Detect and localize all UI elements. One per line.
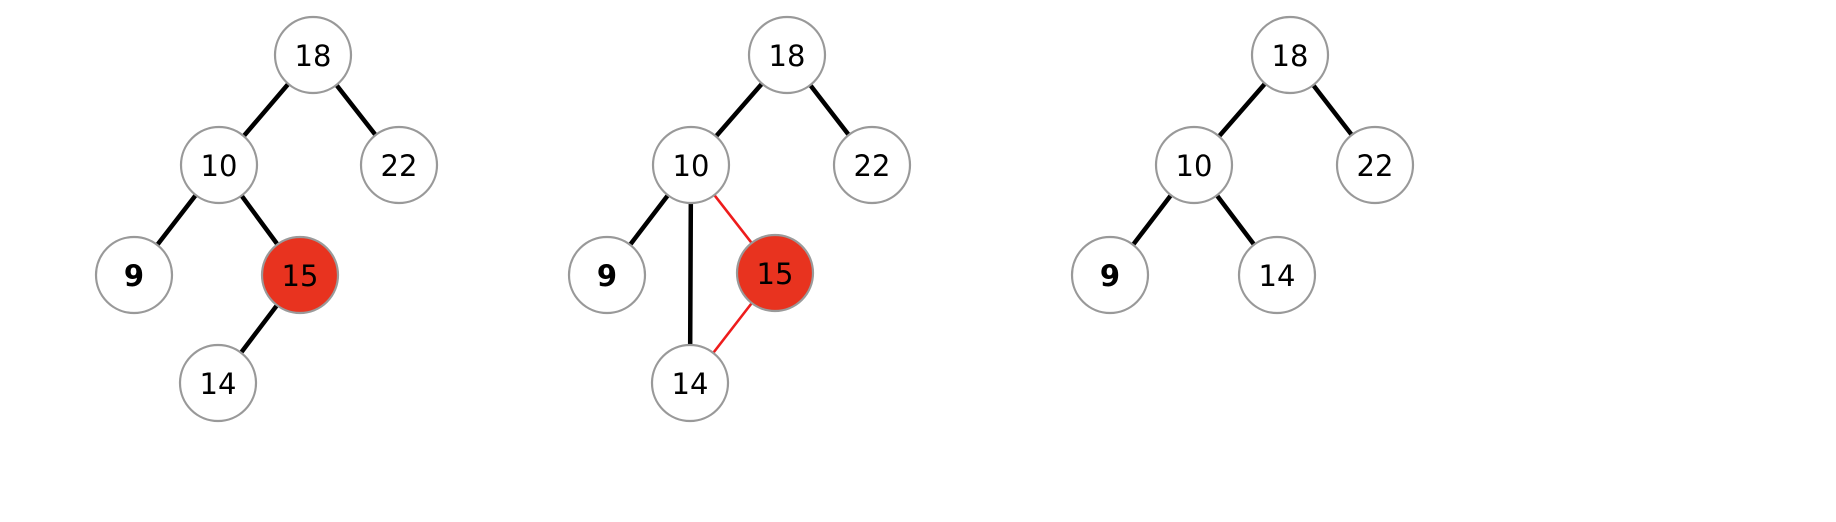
node-circle-14[interactable] [1237, 235, 1317, 315]
tree-edge-15-14 [237, 301, 281, 357]
node-label-9: 9 [124, 259, 144, 293]
node-label-18: 18 [1272, 39, 1309, 73]
node-circle-18[interactable] [747, 15, 827, 95]
node-circle-10[interactable] [1154, 125, 1234, 205]
tree-edge-18-10 [712, 79, 766, 141]
tree-node-14[interactable]: 14 [1237, 235, 1317, 315]
node-label-14: 14 [672, 367, 709, 401]
tree-node-14[interactable]: 14 [178, 343, 258, 423]
tree-edge-18-22 [806, 81, 853, 139]
tree-node-22[interactable]: 22 [1335, 125, 1415, 205]
node-label-14: 14 [1259, 259, 1296, 293]
tree-edge-10-9 [153, 191, 200, 249]
tree-node-15[interactable]: 15 [735, 233, 815, 313]
tree-edge-10-14 [687, 198, 694, 350]
tree-node-22[interactable]: 22 [832, 125, 912, 205]
tree-after-deletion: 18 10 22 9 14 [1070, 15, 1415, 315]
node-label-18: 18 [295, 39, 332, 73]
tree-edge-18-22 [332, 81, 380, 139]
node-circle-18[interactable] [273, 15, 353, 95]
tree-edge-18-10 [240, 80, 292, 140]
node-circle-14[interactable] [178, 343, 258, 423]
tree-edge-10-9 [1129, 191, 1175, 249]
edge-group [626, 79, 853, 356]
tree-node-18[interactable]: 18 [747, 15, 827, 95]
node-label-10: 10 [673, 149, 710, 183]
node-label-10: 10 [1176, 149, 1213, 183]
node-label-22: 22 [854, 149, 891, 183]
tree-before-deletion: 18 10 22 9 15 14 [94, 15, 439, 423]
node-circle-9[interactable] [1070, 235, 1150, 315]
tree-node-10[interactable]: 10 [651, 125, 731, 205]
edge-group [153, 80, 380, 357]
tree-node-10[interactable]: 10 [179, 125, 259, 205]
tree-edge-18-10 [1215, 79, 1269, 141]
tree-edge-15-14 [710, 300, 755, 356]
node-circle-14[interactable] [650, 343, 730, 423]
edge-group [1129, 79, 1356, 249]
tree-edge-10-14 [1213, 191, 1258, 249]
tree-node-18[interactable]: 18 [273, 15, 353, 95]
tree-edge-10-15 [238, 191, 281, 249]
node-circle-10[interactable] [179, 125, 259, 205]
node-label-15: 15 [282, 259, 319, 293]
tree-edge-18-22 [1309, 81, 1356, 139]
node-label-15: 15 [757, 257, 794, 291]
node-circle-15[interactable] [260, 235, 340, 315]
tree-rewiring-step: 18 10 22 9 15 14 [567, 15, 912, 423]
tree-node-9[interactable]: 9 [1070, 235, 1150, 315]
node-label-18: 18 [769, 39, 806, 73]
node-circle-18[interactable] [1250, 15, 1330, 95]
tree-node-14[interactable]: 14 [650, 343, 730, 423]
tree-node-15[interactable]: 15 [260, 235, 340, 315]
tree-edge-10-9 [626, 191, 672, 249]
node-circle-22[interactable] [1335, 125, 1415, 205]
node-label-9: 9 [597, 259, 617, 293]
node-circle-22[interactable] [359, 125, 439, 205]
node-circle-22[interactable] [832, 125, 912, 205]
tree-node-18[interactable]: 18 [1250, 15, 1330, 95]
tree-node-9[interactable]: 9 [567, 235, 647, 315]
node-label-9: 9 [1100, 259, 1120, 293]
tree-node-10[interactable]: 10 [1154, 125, 1234, 205]
node-circle-9[interactable] [567, 235, 647, 315]
tree-edge-10-15 [711, 192, 755, 246]
node-label-10: 10 [201, 149, 238, 183]
tree-node-22[interactable]: 22 [359, 125, 439, 205]
node-circle-10[interactable] [651, 125, 731, 205]
tree-node-9[interactable]: 9 [94, 235, 174, 315]
node-label-22: 22 [381, 149, 418, 183]
node-label-22: 22 [1357, 149, 1394, 183]
node-circle-9[interactable] [94, 235, 174, 315]
node-label-14: 14 [200, 367, 237, 401]
node-circle-15[interactable] [735, 233, 815, 313]
